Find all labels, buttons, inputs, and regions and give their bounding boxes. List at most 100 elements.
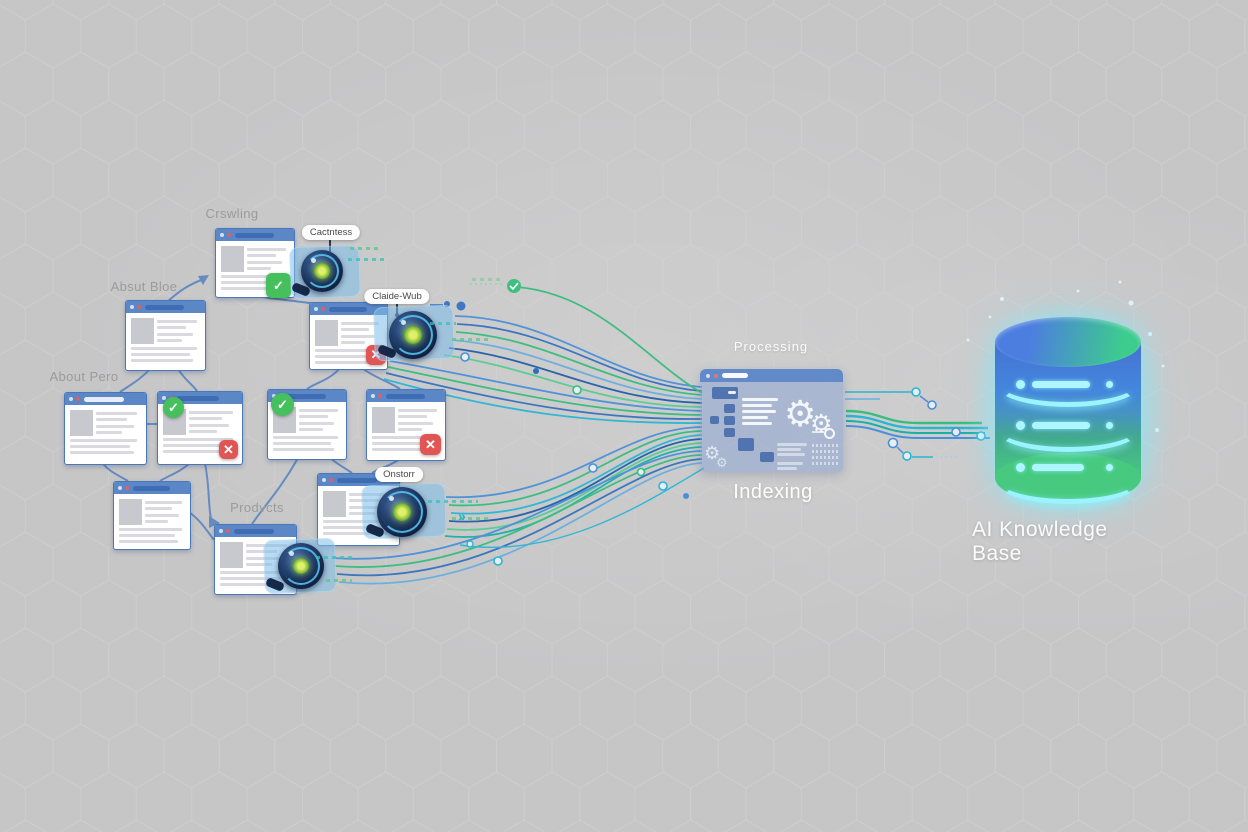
card-content [216, 241, 294, 295]
card-content [126, 313, 205, 367]
webpage-card-mixed-status: ✓ ✕ [157, 391, 243, 465]
code-grid [812, 462, 838, 465]
panel-text-line [777, 462, 803, 465]
circuit-traces [845, 387, 990, 461]
crawler-bot [361, 482, 447, 540]
gear-icon: ⚙ [704, 443, 721, 463]
panel-text-line [742, 404, 772, 407]
check-badge-icon: ✓ [271, 393, 294, 416]
label-processing: Processing [733, 339, 809, 354]
lens-core-icon [393, 503, 411, 521]
address-pill [337, 477, 378, 483]
lens-ring-icon [381, 491, 423, 533]
card-titlebar [216, 229, 294, 241]
window-dot-icon [714, 373, 718, 378]
panel-text-line [777, 443, 807, 446]
glint [289, 551, 295, 557]
window-dot-icon [220, 233, 224, 237]
webpage-card-rejected: ✕ [366, 389, 446, 461]
window-dot-icon [329, 478, 333, 482]
panel-text-line [742, 416, 768, 419]
flow-node [712, 387, 738, 399]
crawler-tag: Cactntess [301, 225, 361, 240]
address-pill [386, 393, 425, 399]
lens-core-icon [404, 326, 422, 344]
flow-node [760, 452, 774, 462]
card-content [114, 494, 190, 548]
cross-badge-icon: ✕ [420, 434, 441, 455]
tier-separator [995, 361, 1141, 407]
webpage-card-about-page [64, 392, 147, 465]
data-strip [452, 517, 488, 520]
lens-ring-icon [393, 315, 433, 355]
panel-text-line [742, 398, 778, 401]
data-strip [428, 500, 478, 503]
glint [389, 496, 394, 501]
database-top [995, 317, 1141, 367]
data-streams [332, 286, 705, 585]
panel-text-line [777, 467, 797, 470]
address-pill [84, 396, 125, 402]
window-dot-icon [219, 529, 223, 533]
crawler-bot [373, 304, 455, 362]
flow-node-label [728, 391, 736, 394]
window-dot-icon [137, 305, 141, 309]
chevrons-icon: » [458, 508, 466, 524]
label-indexing: Indexing [733, 481, 813, 503]
data-strip [430, 322, 456, 325]
code-grid [812, 450, 838, 453]
panel-text-line [742, 422, 772, 425]
gear-node [824, 428, 835, 439]
address-pill [133, 485, 171, 491]
window-dot-icon [226, 529, 230, 533]
gear-icon: ⚙ [810, 410, 833, 438]
window-dot-icon [125, 486, 129, 490]
sitemap-edges [101, 275, 401, 541]
window-dot-icon [130, 305, 134, 309]
code-grid [812, 444, 838, 447]
data-strip [452, 338, 492, 341]
address-pill [235, 232, 274, 238]
window-dot-icon [69, 397, 73, 401]
address-pill [234, 528, 275, 534]
panel-text-line [742, 410, 776, 413]
label-about-page: About Pero [49, 369, 119, 384]
label-about-blog: Absut Bloe [110, 279, 178, 294]
card-titlebar [126, 301, 205, 313]
cross-badge-icon: ✕ [219, 440, 238, 459]
data-strip [326, 579, 352, 582]
card-titlebar [367, 390, 445, 402]
database-icon [925, 260, 1215, 560]
card-titlebar [310, 303, 387, 315]
tier-separator [995, 458, 1141, 504]
window-dot-icon [378, 394, 382, 398]
address-pill [287, 393, 326, 399]
label-knowledge-base: AI Knowledge Base [972, 518, 1108, 565]
flow-node [724, 416, 735, 425]
panel-text-line [777, 448, 801, 451]
lens-ring-icon [282, 547, 320, 585]
lens-ring-icon [305, 254, 339, 288]
webpage-card-approved: ✓ [267, 389, 347, 460]
glint [400, 319, 406, 325]
data-strip [350, 247, 378, 250]
flow-node [724, 428, 735, 437]
gear-link [812, 431, 824, 433]
crawler-bot [263, 537, 337, 595]
crawler-tag: Claide-Wub [364, 289, 430, 304]
label-products: Prodvcts [230, 500, 284, 515]
address-pill [722, 373, 748, 378]
address-pill [177, 395, 219, 401]
card-content [367, 402, 445, 456]
crawler-body [278, 543, 324, 589]
label-crawling: Crswling [205, 206, 259, 221]
window-dot-icon [227, 233, 231, 237]
check-badge-icon: ✓ [266, 273, 291, 298]
window-dot-icon [76, 397, 80, 401]
tier-separator [995, 406, 1141, 452]
flow-node [738, 438, 754, 451]
panel-text-line [777, 453, 805, 456]
crawler-body [301, 250, 343, 292]
panel-body: ⚙ ⚙ ⚙ ⚙ [700, 382, 843, 472]
